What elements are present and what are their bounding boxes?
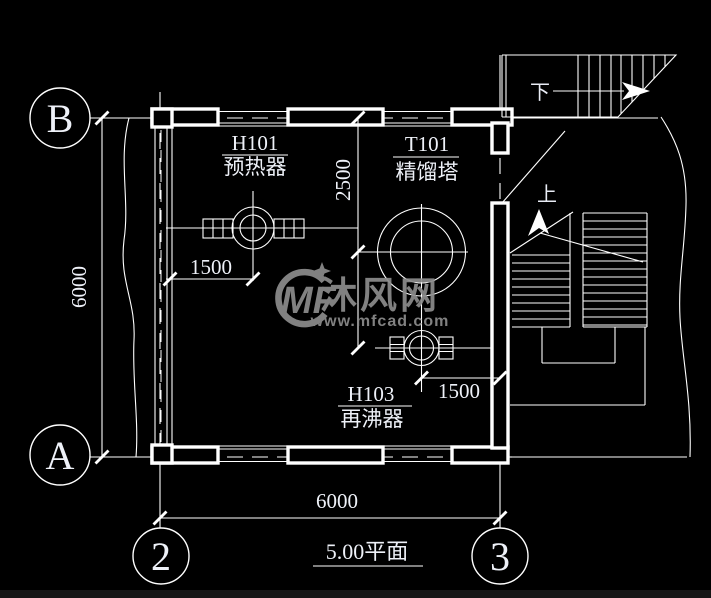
watermark-site-url: www.mfcad.com <box>310 313 450 330</box>
label-h103: H103 再沸器 <box>338 382 412 431</box>
stairs-down-label: 下 <box>530 82 550 104</box>
grid-bubble-2: 2 <box>132 527 190 585</box>
grid-label-b: B <box>47 96 74 141</box>
break-lines <box>122 116 691 458</box>
grid-label-3: 3 <box>490 534 510 579</box>
grid-bubble-a: A <box>29 424 91 486</box>
dim-text-horizontal-6000: 6000 <box>316 489 358 513</box>
t101-tag: T101 <box>405 132 449 156</box>
watermark-logo-swoosh <box>275 268 328 328</box>
h103-name: 再沸器 <box>341 407 404 431</box>
bottom-strip <box>0 590 711 598</box>
equipment-h101 <box>166 191 358 281</box>
left-break-line <box>122 117 138 458</box>
stairs-up-label: 上 <box>537 183 557 206</box>
dim-t101-2500: 2500 <box>331 110 372 356</box>
watermark-sparkle-icon <box>313 262 331 280</box>
h101-tag: H101 <box>232 131 279 155</box>
dim-vertical-6000: 6000 <box>67 110 110 465</box>
up-arrow-icon <box>528 209 549 236</box>
h101-name: 预热器 <box>224 155 287 179</box>
dim-text-h103-1500: 1500 <box>438 379 480 403</box>
walls <box>150 107 514 465</box>
dim-text-t101-2500: 2500 <box>331 159 355 201</box>
dim-text-h101-1500: 1500 <box>190 255 232 279</box>
stairs-upper: 下 <box>501 54 678 118</box>
h103-tag: H103 <box>348 382 395 406</box>
dim-horizontal-6000: 6000 <box>152 489 508 526</box>
plan-title: 5.00平面 <box>326 539 409 564</box>
title-block: 5.00平面 <box>313 539 423 567</box>
grid-label-a: A <box>46 433 75 478</box>
dim-h103-1500: 1500 <box>414 370 508 403</box>
right-break-line <box>660 116 691 458</box>
grid-bubble-b: B <box>29 87 91 149</box>
down-arrow-icon <box>622 82 650 100</box>
t101-name: 精馏塔 <box>396 160 459 184</box>
grid-bubbles: B A 2 3 <box>29 87 529 585</box>
label-h101: H101 预热器 <box>222 131 288 179</box>
dim-h101-1500: 1500 <box>162 255 261 287</box>
dimensions: 6000 6000 1500 2500 1500 <box>67 110 508 526</box>
equipment-t101 <box>372 204 468 392</box>
grid-bubble-3: 3 <box>471 527 529 585</box>
stairs-mid: 上 <box>501 130 648 406</box>
grid-label-2: 2 <box>151 534 171 579</box>
watermark: MF 沐风网 www.mfcad.com <box>275 262 450 330</box>
dim-text-vertical-6000: 6000 <box>67 266 91 308</box>
watermark-logo-text: MF <box>281 280 338 322</box>
label-t101: T101 精馏塔 <box>393 132 459 184</box>
equipment-h103 <box>375 329 492 367</box>
watermark-site-name: 沐风网 <box>320 275 440 316</box>
